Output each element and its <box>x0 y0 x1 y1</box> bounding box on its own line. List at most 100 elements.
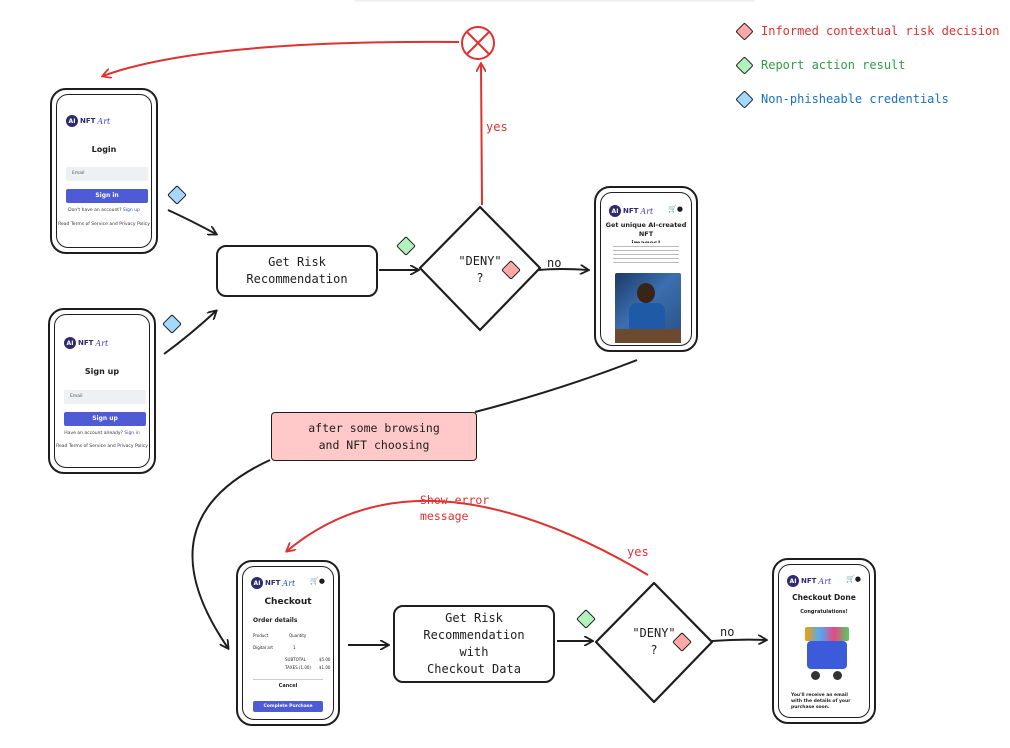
box-line: Get Risk <box>268 255 326 269</box>
confirmation-message: You'll receive an email with the details… <box>791 693 851 710</box>
label-line: Show error <box>420 493 490 507</box>
label-line: message <box>420 509 469 523</box>
decision-line: ? <box>650 643 658 657</box>
cart-user-icons[interactable]: 🛒● <box>310 577 325 585</box>
title-line: Get unique AI-created NFT <box>605 221 687 238</box>
arrow-yes-to-deny-x <box>481 64 482 206</box>
column-product: Product <box>253 633 269 638</box>
decision-diamond-2 <box>594 581 714 704</box>
arrow-decision2-to-done <box>711 640 766 641</box>
account-prompt: Have an account already? Sign in <box>55 431 149 436</box>
app-logo: AI NFT Art <box>787 575 831 587</box>
logo-art: Art <box>818 576 832 586</box>
cart-basket <box>807 641 847 669</box>
shopping-cart-illustration <box>801 625 853 683</box>
arrow-signup-to-risk <box>163 311 216 355</box>
decision-line: "DENY" <box>458 254 502 268</box>
red-diamond-icon <box>735 21 754 41</box>
login-phone: AI NFT Art Login Email Sign in Don't hav… <box>50 88 158 254</box>
legend-label: Report action result <box>761 58 906 72</box>
show-error-label: Show error message <box>420 492 489 524</box>
decision-line: ? <box>476 271 484 285</box>
button-label: Sign up <box>92 415 118 422</box>
app-logo: AI NFT Art <box>609 205 653 217</box>
cart-wheel <box>811 671 820 680</box>
app-logo: AI NFT Art <box>251 577 295 589</box>
green-diamond-icon <box>735 55 754 75</box>
gallery-phone: AI NFT Art 🛒● Get unique AI-created NFT … <box>594 186 698 352</box>
taxes-value: $1.00 <box>319 665 331 670</box>
person-head <box>637 283 655 303</box>
cart-user-icons[interactable]: 🛒● <box>668 205 683 213</box>
email-field[interactable]: Email <box>64 390 146 404</box>
app-logo: AI NFT Art <box>66 115 110 127</box>
box-line: Checkout Data <box>427 662 521 676</box>
line-gallery-to-note <box>474 359 638 413</box>
decision-2-text: "DENY" ? <box>614 625 694 659</box>
item-name: Digital art <box>253 645 273 650</box>
logo-nft: NFT <box>80 117 96 125</box>
order-details-heading: Order details <box>253 617 298 624</box>
legend-label: Non-phisheable credentials <box>761 92 949 106</box>
sign-in-link[interactable]: Sign in <box>124 431 140 436</box>
arrow-login-to-risk <box>167 209 216 234</box>
yes-label: yes <box>486 120 508 134</box>
cancel-button[interactable]: Cancel <box>278 683 298 689</box>
button-label: Sign in <box>95 192 119 199</box>
logo-nft: NFT <box>78 339 94 347</box>
hero-image <box>615 273 681 343</box>
logo-ai: AI <box>64 337 76 349</box>
note-line: and NFT choosing <box>318 437 430 452</box>
desk <box>615 329 681 343</box>
logo-art: Art <box>95 338 109 348</box>
logo-art: Art <box>97 116 111 126</box>
legend-label: Informed contextual risk decision <box>761 24 1000 38</box>
cart-wheel <box>833 671 842 680</box>
cart-items <box>805 627 849 641</box>
arrow-decision-to-gallery <box>538 269 588 270</box>
email-field[interactable]: Email <box>66 167 148 181</box>
prompt-text: Don't have an account? <box>68 208 122 213</box>
page-title: Login <box>91 145 117 154</box>
legend-item-report: Report action result <box>735 55 906 75</box>
get-risk-recommendation-checkout-box: Get Risk Recommendation with Checkout Da… <box>393 605 555 683</box>
person-body <box>629 303 665 329</box>
subtotal-label: SUBTOTAL <box>285 657 306 662</box>
terms-link[interactable]: Read Terms of Service and Privacy Policy <box>56 444 148 449</box>
logo-nft: NFT <box>801 577 817 585</box>
logo-ai: AI <box>609 205 621 217</box>
page-title: Sign up <box>84 367 120 376</box>
decision-diamond-1 <box>418 205 542 332</box>
logo-ai: AI <box>251 577 263 589</box>
arrow-error-to-checkout <box>287 500 649 576</box>
arrow-note-to-checkout <box>191 459 271 648</box>
complete-purchase-button[interactable]: Complete Purchase <box>253 701 323 712</box>
decision-line: "DENY" <box>632 626 676 640</box>
logo-nft: NFT <box>623 207 639 215</box>
box-line: with <box>459 645 489 659</box>
sign-up-button[interactable]: Sign up <box>64 412 146 426</box>
sign-in-button[interactable]: Sign in <box>66 189 148 203</box>
logo-art: Art <box>640 206 654 216</box>
decision-1-text: "DENY" ? <box>440 253 520 287</box>
logo-nft: NFT <box>265 579 281 587</box>
deny-x-icon <box>461 26 495 60</box>
congrats-text: Congratulations! <box>800 609 848 615</box>
cart-user-icons[interactable]: 🛒● <box>846 575 861 583</box>
column-quantity: Quantity <box>289 633 307 638</box>
terms-link[interactable]: Read Terms of Service and Privacy Policy <box>58 222 150 227</box>
app-logo: AI NFT Art <box>64 337 108 349</box>
account-prompt: Don't have an account? Sign up <box>57 208 151 213</box>
no-label: no <box>547 256 562 270</box>
logo-ai: AI <box>787 575 799 587</box>
yes-label: yes <box>627 545 649 559</box>
box-line: Recommendation <box>246 272 348 286</box>
sign-up-link[interactable]: Sign up <box>122 208 140 213</box>
divider <box>253 679 323 680</box>
page-title: Checkout Done <box>792 593 856 602</box>
description-text-block <box>613 243 679 263</box>
prompt-text: Have an account already? <box>64 431 123 436</box>
legend-item-credentials: Non-phisheable credentials <box>735 89 949 109</box>
